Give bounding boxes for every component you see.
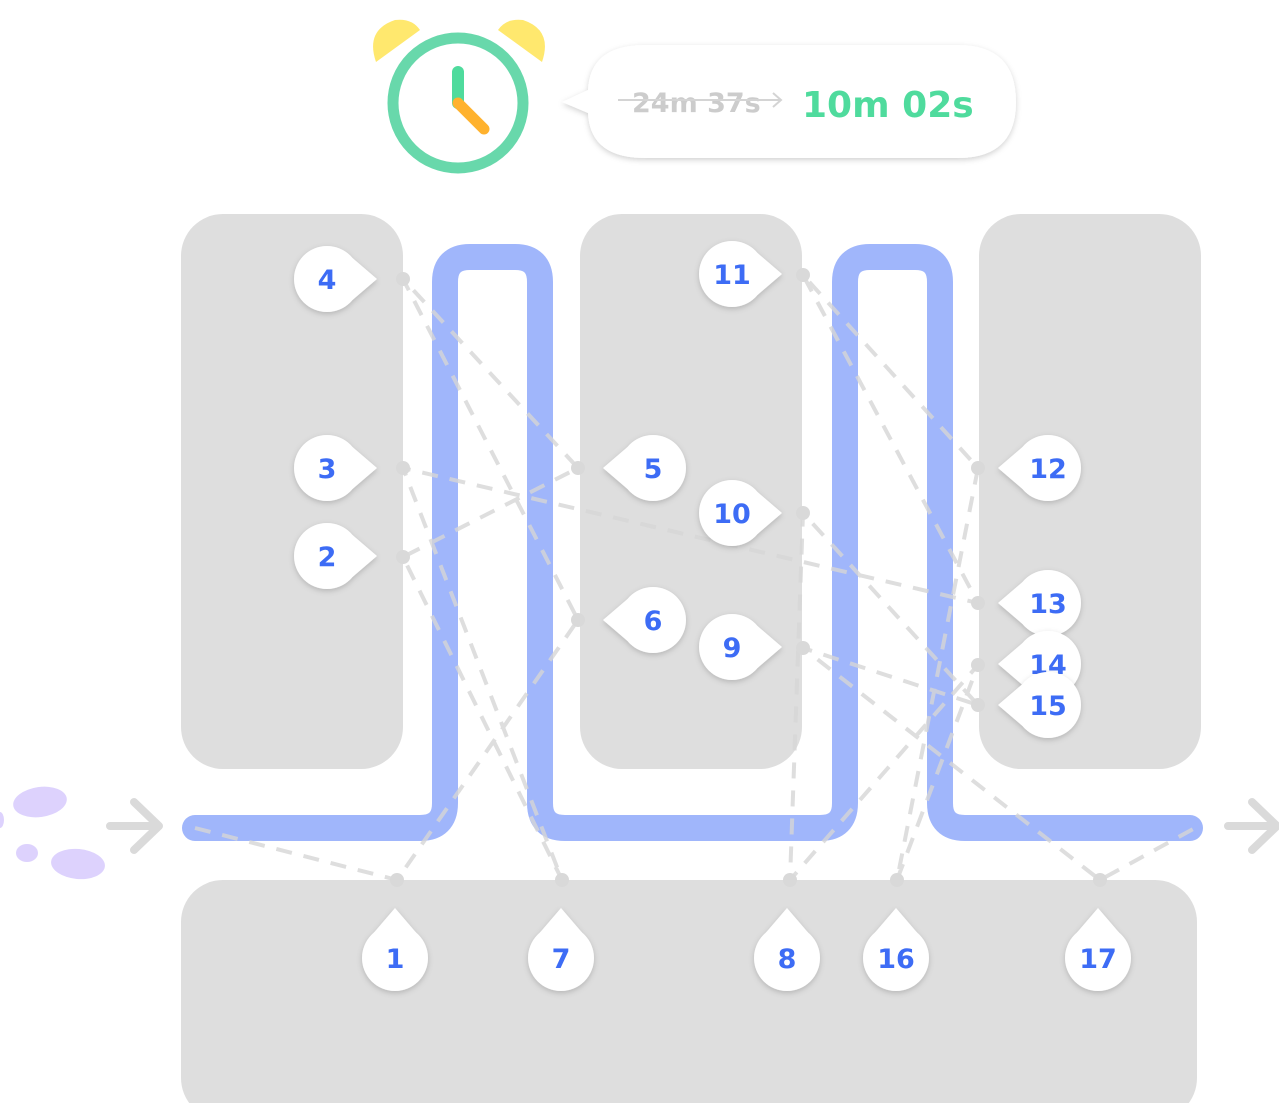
- pick-point-dot: [971, 658, 985, 672]
- pick-point-label: 1: [386, 944, 405, 975]
- pin-bubble: [528, 908, 594, 991]
- pick-point-dot: [571, 461, 585, 475]
- pick-point-dot: [971, 596, 985, 610]
- pick-point-label: 8: [778, 944, 797, 975]
- pick-point-label: 15: [1029, 691, 1067, 722]
- pick-point-10[interactable]: 10: [699, 480, 810, 546]
- pick-point-label: 16: [877, 944, 915, 975]
- pin-bubble: [1065, 908, 1131, 991]
- pick-point-label: 10: [713, 499, 751, 530]
- time-savings-bubble: [562, 45, 1016, 158]
- pick-point-dot: [396, 550, 410, 564]
- pick-point-dot: [796, 268, 810, 282]
- pin-bubble: [603, 587, 686, 653]
- pick-point-9[interactable]: 9: [699, 614, 810, 680]
- pick-point-dot: [390, 873, 404, 887]
- strikethrough-arrow-icon: [618, 92, 783, 108]
- pick-point-7[interactable]: 7: [528, 873, 594, 991]
- pick-point-dot: [571, 613, 585, 627]
- pick-point-17[interactable]: 17: [1065, 873, 1131, 991]
- pick-point-label: 4: [318, 265, 337, 296]
- pin-bubble: [294, 246, 377, 312]
- pin-bubble: [603, 435, 686, 501]
- pick-point-5[interactable]: 5: [571, 435, 686, 501]
- pick-point-8[interactable]: 8: [754, 873, 820, 991]
- pick-point-label: 7: [552, 944, 571, 975]
- pick-point-3[interactable]: 3: [294, 435, 410, 501]
- exit-arrow-icon: [1224, 798, 1279, 854]
- pick-point-label: 6: [644, 606, 663, 637]
- pick-point-12[interactable]: 12: [971, 435, 1081, 501]
- pin-bubble: [998, 435, 1081, 501]
- pin-bubble: [699, 241, 782, 307]
- pick-point-6[interactable]: 6: [571, 587, 686, 653]
- shelf-middle: [580, 214, 802, 769]
- pick-point-label: 13: [1029, 589, 1067, 620]
- footprints-icon: [0, 786, 105, 880]
- pick-point-label: 11: [713, 260, 751, 291]
- old-time: 24m 37s: [632, 88, 761, 119]
- pick-point-label: 17: [1079, 944, 1117, 975]
- pick-point-16[interactable]: 16: [863, 873, 929, 991]
- pick-point-11[interactable]: 11: [699, 241, 810, 307]
- pick-point-dot: [555, 873, 569, 887]
- pick-point-dot: [1093, 873, 1107, 887]
- pick-point-label: 2: [318, 542, 337, 573]
- pick-point-label: 3: [318, 454, 337, 485]
- pick-point-dot: [796, 506, 810, 520]
- pick-point-dot: [396, 461, 410, 475]
- pick-point-1[interactable]: 1: [362, 873, 428, 991]
- pick-point-dot: [783, 873, 797, 887]
- pin-bubble: [863, 908, 929, 991]
- pin-bubble: [754, 908, 820, 991]
- pin-bubble: [294, 435, 377, 501]
- alarm-clock-icon: [373, 19, 545, 174]
- pin-bubble: [998, 672, 1081, 738]
- shelf-bottom: [181, 880, 1197, 1103]
- pick-point-dot: [971, 698, 985, 712]
- new-time: 10m 02s: [802, 85, 974, 126]
- pin-bubble: [998, 570, 1081, 636]
- pick-point-4[interactable]: 4: [294, 246, 410, 312]
- pin-bubble: [362, 908, 428, 991]
- pick-point-label: 12: [1029, 454, 1067, 485]
- shelf-right: [979, 214, 1201, 769]
- pick-point-label: 9: [723, 633, 742, 664]
- pick-point-dot: [796, 641, 810, 655]
- pin-bubble: [294, 523, 377, 589]
- pick-point-label: 5: [644, 454, 663, 485]
- pick-point-dot: [396, 272, 410, 286]
- pin-bubble: [699, 480, 782, 546]
- pick-point-15[interactable]: 15: [971, 672, 1081, 738]
- pick-point-13[interactable]: 13: [971, 570, 1081, 636]
- pick-point-2[interactable]: 2: [294, 523, 410, 589]
- shelf-left: [181, 214, 403, 769]
- pin-bubble: [699, 614, 782, 680]
- entry-arrow-icon: [106, 798, 163, 854]
- pick-point-dot: [890, 873, 904, 887]
- optimized-route: [182, 244, 1203, 841]
- pick-point-dot: [971, 461, 985, 475]
